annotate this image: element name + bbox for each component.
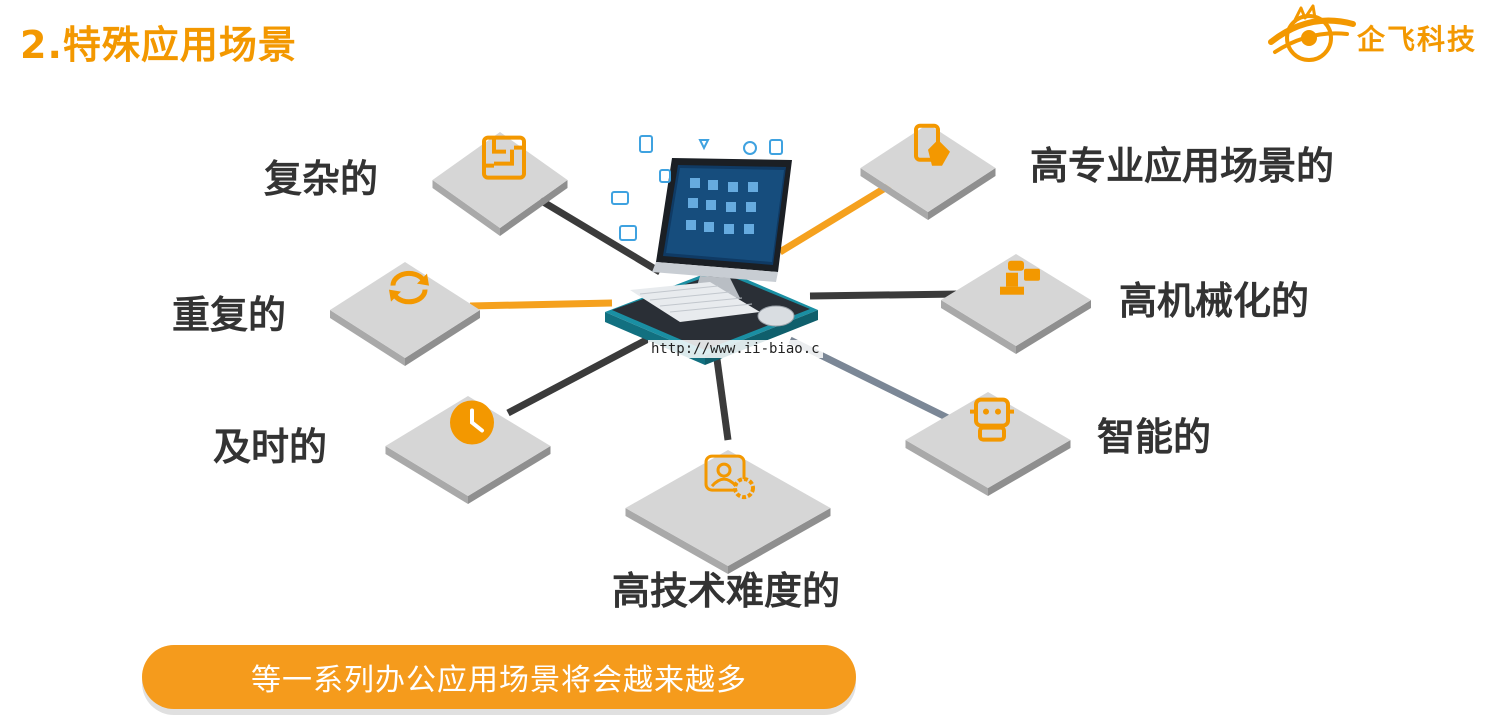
tile-timely xyxy=(385,396,551,504)
user-settings-icon xyxy=(704,454,755,500)
label-high-tech: 高技术难度的 xyxy=(612,569,841,613)
tile-repetitive xyxy=(330,262,480,366)
connector-timely xyxy=(506,334,652,417)
label-mechanized: 高机械化的 xyxy=(1119,279,1310,323)
phone-touch-icon xyxy=(914,123,950,166)
logo-text: 企飞科技 xyxy=(1357,23,1478,56)
page-title: 2.特殊应用场景 xyxy=(20,23,297,67)
banner-text: 等一系列办公应用场景将会越来越多 xyxy=(251,663,747,698)
refresh-arrows-icon xyxy=(389,270,429,305)
tile-high-tech xyxy=(625,450,831,574)
scenario-diagram xyxy=(330,123,1091,574)
clock-icon xyxy=(450,400,494,445)
summary-banner: 等一系列办公应用场景将会越来越多 xyxy=(142,645,856,709)
connector-professional xyxy=(778,182,892,255)
label-professional: 高专业应用场景的 xyxy=(1030,144,1335,188)
label-repetitive: 重复的 xyxy=(172,293,287,337)
tile-complex xyxy=(432,132,568,236)
connector-repetitive xyxy=(469,299,613,310)
maze-icon xyxy=(482,135,526,180)
robot-icon xyxy=(970,397,1014,442)
company-logo: 企飞科技 xyxy=(1265,4,1485,66)
connector-high-tech xyxy=(712,351,732,441)
desktop-computer-icon xyxy=(611,135,795,327)
connector-mechanized xyxy=(809,290,961,300)
tile-mechanized xyxy=(941,254,1091,354)
watermark-url: http://www.ii-biao.c xyxy=(648,340,823,358)
label-complex: 复杂的 xyxy=(264,157,379,201)
robot-arm-icon xyxy=(1000,260,1040,295)
winged-globe-logo-icon xyxy=(1268,4,1356,62)
label-timely: 及时的 xyxy=(213,425,328,469)
label-intelligent: 智能的 xyxy=(1097,415,1212,459)
tile-professional xyxy=(860,124,996,220)
connector-complex xyxy=(538,196,662,276)
